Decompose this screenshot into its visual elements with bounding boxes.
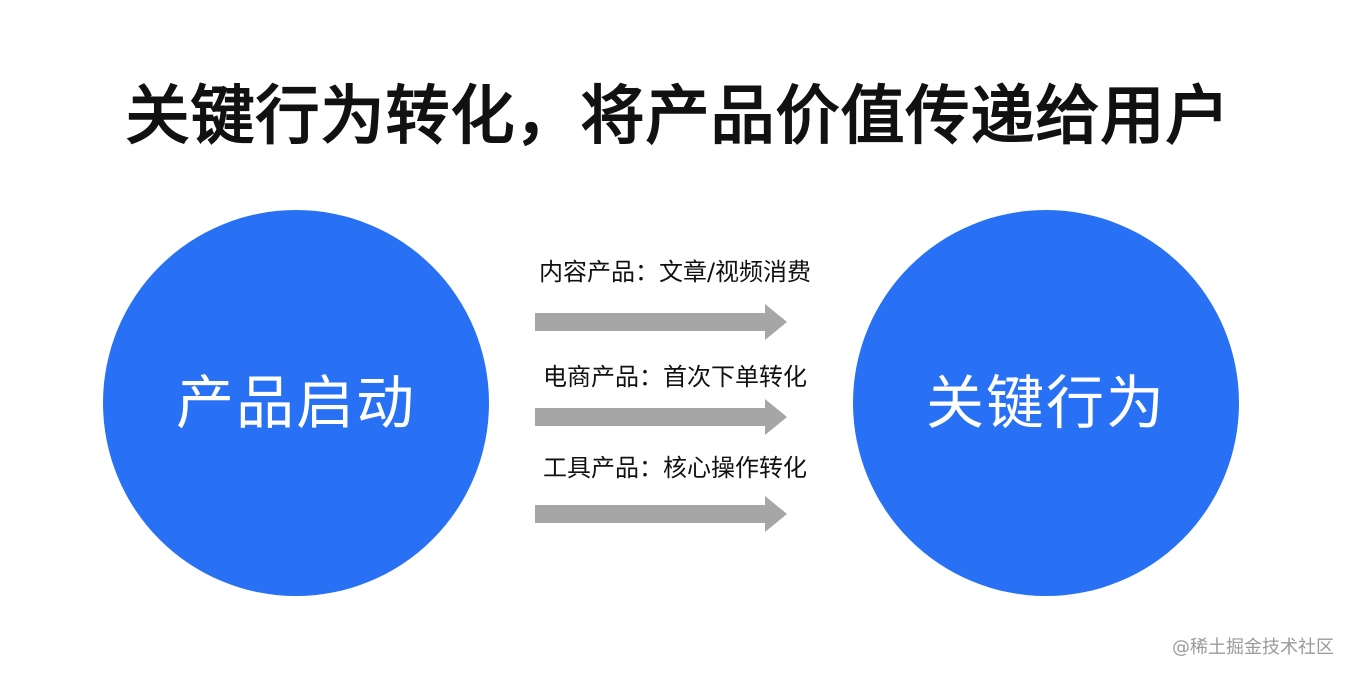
start-circle: 产品启动 [103,210,489,596]
watermark: @稀土掘金技术社区 [1172,637,1334,658]
key-action-circle-label: 关键行为 [925,369,1166,437]
flow-label: 内容产品：文章/视频消费 [538,258,812,286]
right-arrow-icon [535,399,787,435]
page-title: 关键行为转化，将产品价值传递给用户 [125,80,1231,154]
flow-content-product: 内容产品：文章/视频消费 [500,256,850,352]
flow-ecommerce-product: 电商产品：首次下单转化 [500,361,850,457]
key-action-circle: 关键行为 [853,210,1239,596]
flow-label: 电商产品：首次下单转化 [543,363,807,391]
right-arrow-icon [535,304,787,340]
right-arrow-icon [535,496,787,532]
flow-tool-product: 工具产品：核心操作转化 [500,452,850,548]
start-circle-label: 产品启动 [175,369,416,437]
flow-label: 工具产品：核心操作转化 [543,454,807,482]
